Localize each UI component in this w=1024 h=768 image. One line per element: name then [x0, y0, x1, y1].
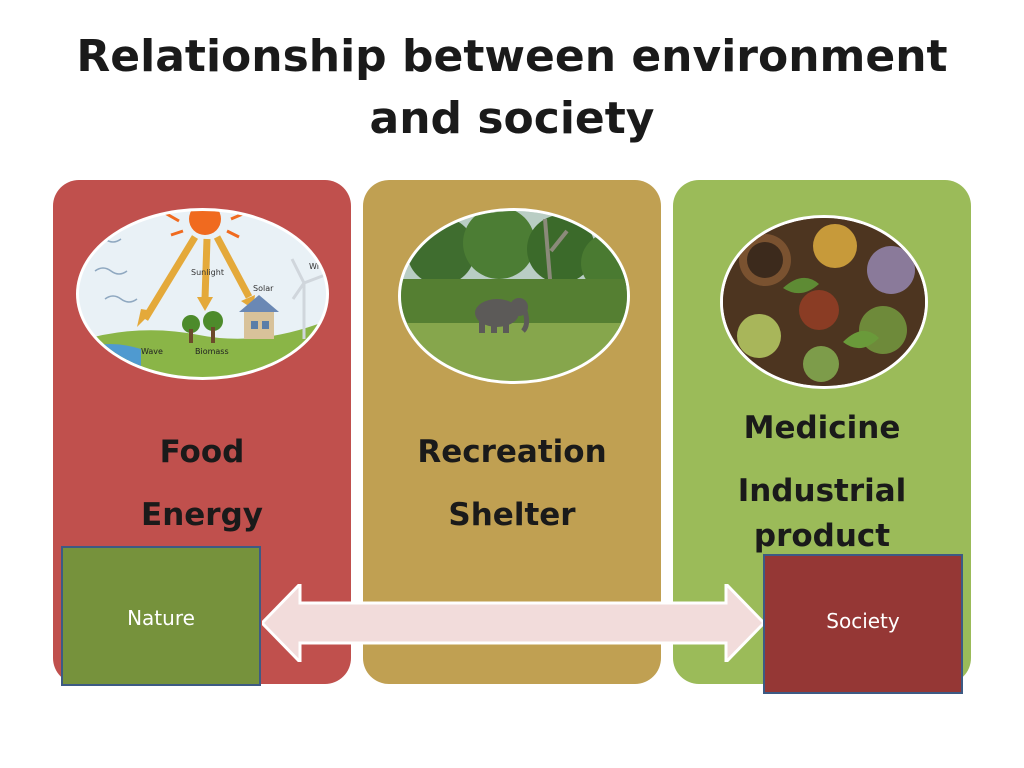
elephant-forest-photo — [398, 208, 630, 384]
renewable-energy-illustration: Sunlight Solar Wi Wave Biomass — [76, 208, 329, 380]
house-icon — [239, 295, 279, 339]
nature-label: Nature — [127, 606, 195, 630]
society-box: Society — [763, 554, 963, 694]
industrial-label: Industrial — [737, 473, 907, 509]
medicine-label: Medicine — [743, 410, 901, 446]
recreation-label: Recreation — [417, 434, 607, 470]
wave-label: Wave — [141, 347, 163, 356]
solar-label: Solar — [253, 284, 274, 293]
wind-turbine-icon — [290, 258, 326, 339]
sunlight-label: Sunlight — [191, 268, 224, 277]
herbs-spices-photo — [720, 215, 928, 389]
sun-icon — [164, 211, 246, 239]
elephant-icon — [475, 298, 530, 333]
leaf-icon — [783, 277, 879, 349]
title-line-1: Relationship between environment — [76, 31, 948, 82]
wind-label: Wi — [309, 262, 319, 271]
tree-icon — [182, 311, 223, 343]
product-label: product — [753, 518, 891, 554]
nature-box: Nature — [61, 546, 261, 686]
society-label: Society — [826, 609, 900, 633]
biomass-label: Biomass — [195, 347, 229, 356]
title-line-2: and society — [369, 93, 655, 144]
shelter-label: Shelter — [448, 497, 576, 533]
energy-label: Energy — [141, 497, 263, 533]
double-arrow-icon — [262, 584, 764, 662]
slide-title: Relationship between environment and soc… — [0, 26, 1024, 150]
food-label: Food — [159, 434, 245, 470]
panel-recreation-shelter: Recreation Shelter — [363, 180, 661, 684]
